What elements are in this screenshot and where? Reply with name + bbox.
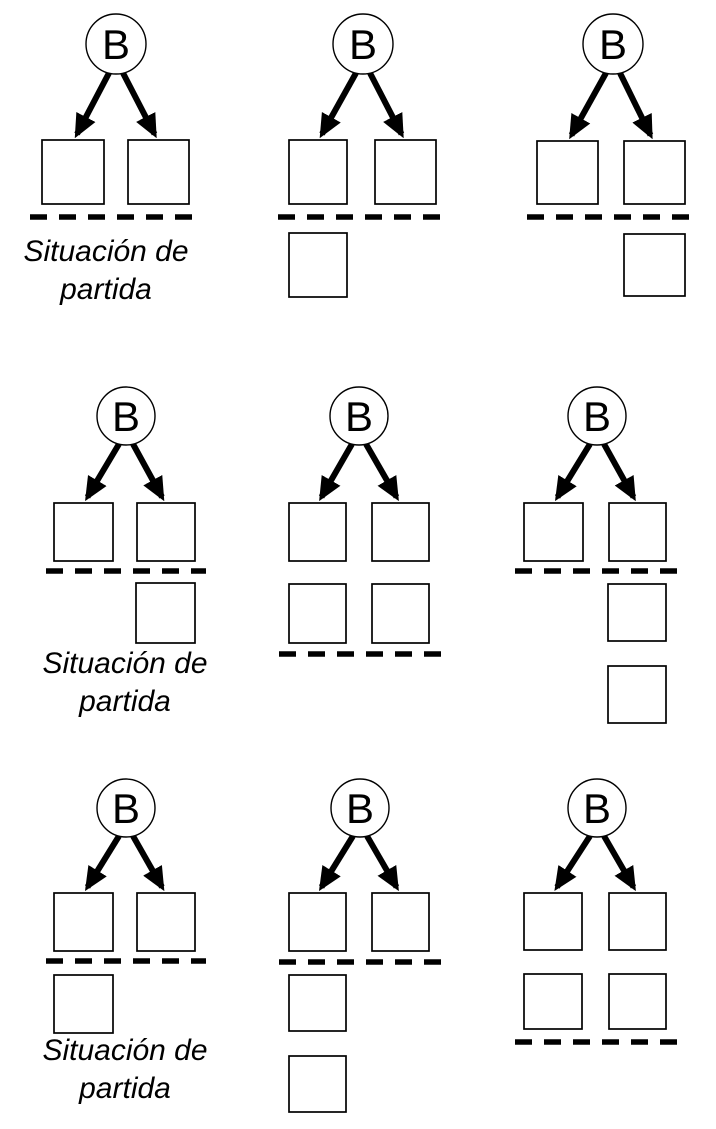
child-square	[127, 139, 190, 205]
caption-line: Situación de	[42, 1034, 208, 1067]
extra-square	[288, 232, 348, 298]
arrow-to-left-child	[319, 71, 359, 139]
extra-square	[523, 973, 583, 1030]
child-square	[136, 892, 196, 952]
arrow-to-left-child	[74, 71, 112, 139]
child-square	[53, 892, 114, 952]
arrow-to-left-child	[554, 442, 593, 502]
arrow-to-right-child	[601, 442, 637, 502]
panel-r2c2: B	[279, 386, 443, 657]
panel-r1c3: B	[527, 13, 690, 297]
arrow-to-right-child	[601, 834, 637, 892]
node-b-circle	[329, 386, 389, 446]
panels-root: B B B B B B B B B	[30, 13, 690, 1113]
node-b-circle	[330, 778, 390, 838]
arrow-to-left-child	[84, 834, 122, 892]
arrow-to-left-child	[84, 442, 122, 502]
child-square	[371, 892, 430, 952]
node-b-label: B	[102, 21, 130, 68]
child-square	[136, 502, 196, 562]
arrow-to-right-child	[617, 71, 654, 140]
child-square	[53, 502, 114, 562]
arrow-to-left-child	[318, 834, 356, 892]
node-b-label: B	[345, 393, 373, 440]
child-square	[523, 502, 584, 562]
arrow-to-left-child	[554, 834, 593, 892]
caption-situacion-de-partida: Situación de partida	[23, 233, 188, 309]
caption-situacion-de-partida: Situación de partida	[42, 645, 207, 721]
extra-square	[135, 582, 196, 644]
node-b-label: B	[112, 393, 140, 440]
child-square	[371, 502, 430, 562]
panel-r2c1: B	[46, 386, 206, 644]
node-b-circle	[96, 386, 156, 446]
child-square	[41, 139, 105, 205]
node-b-circle	[96, 778, 156, 838]
child-square	[536, 140, 599, 205]
child-square	[374, 139, 437, 205]
node-b-label: B	[349, 21, 377, 68]
extra-square	[288, 583, 347, 644]
panel-r3c1: B	[46, 778, 206, 1034]
arrow-to-left-child	[318, 442, 355, 502]
arrow-to-right-child	[120, 71, 158, 139]
caption-line: Situación de	[23, 235, 189, 268]
child-square	[523, 892, 583, 951]
node-b-label: B	[346, 785, 374, 832]
arrow-to-right-child	[364, 834, 400, 892]
extra-square	[607, 665, 667, 724]
child-square	[288, 502, 347, 562]
child-square	[623, 140, 686, 205]
node-b-circle	[582, 13, 644, 75]
panel-r3c3: B	[515, 778, 678, 1045]
extra-square	[607, 583, 667, 642]
arrow-to-left-child	[568, 71, 609, 140]
node-b-circle	[85, 13, 147, 75]
extra-square	[623, 233, 686, 297]
caption-situacion-de-partida: Situación de partida	[42, 1032, 207, 1108]
arrow-to-right-child	[130, 834, 165, 892]
node-b-label: B	[599, 21, 627, 68]
node-b-label: B	[583, 393, 611, 440]
node-b-circle	[567, 778, 627, 838]
extra-square	[288, 974, 347, 1032]
extra-square	[371, 583, 430, 644]
caption-line: Situación de	[42, 647, 208, 680]
panel-r1c1: B	[30, 13, 194, 220]
caption-line: partida	[79, 685, 171, 718]
extra-square	[288, 1055, 347, 1113]
caption-line: partida	[60, 273, 152, 306]
node-b-circle	[567, 386, 627, 446]
extra-square	[608, 973, 667, 1030]
arrow-to-right-child	[367, 71, 405, 139]
panel-r3c2: B	[279, 778, 443, 1113]
panel-r1c2: B	[278, 13, 443, 298]
node-b-label: B	[112, 785, 140, 832]
caption-line: partida	[79, 1072, 171, 1105]
node-b-circle	[332, 13, 394, 75]
node-b-label: B	[583, 785, 611, 832]
child-square	[608, 502, 667, 562]
child-square	[288, 892, 347, 952]
extra-square	[53, 974, 114, 1034]
arrow-to-right-child	[363, 442, 400, 502]
arrow-to-right-child	[130, 442, 165, 502]
panel-r2c3: B	[515, 386, 678, 724]
child-square	[608, 892, 667, 951]
child-square	[288, 139, 348, 205]
